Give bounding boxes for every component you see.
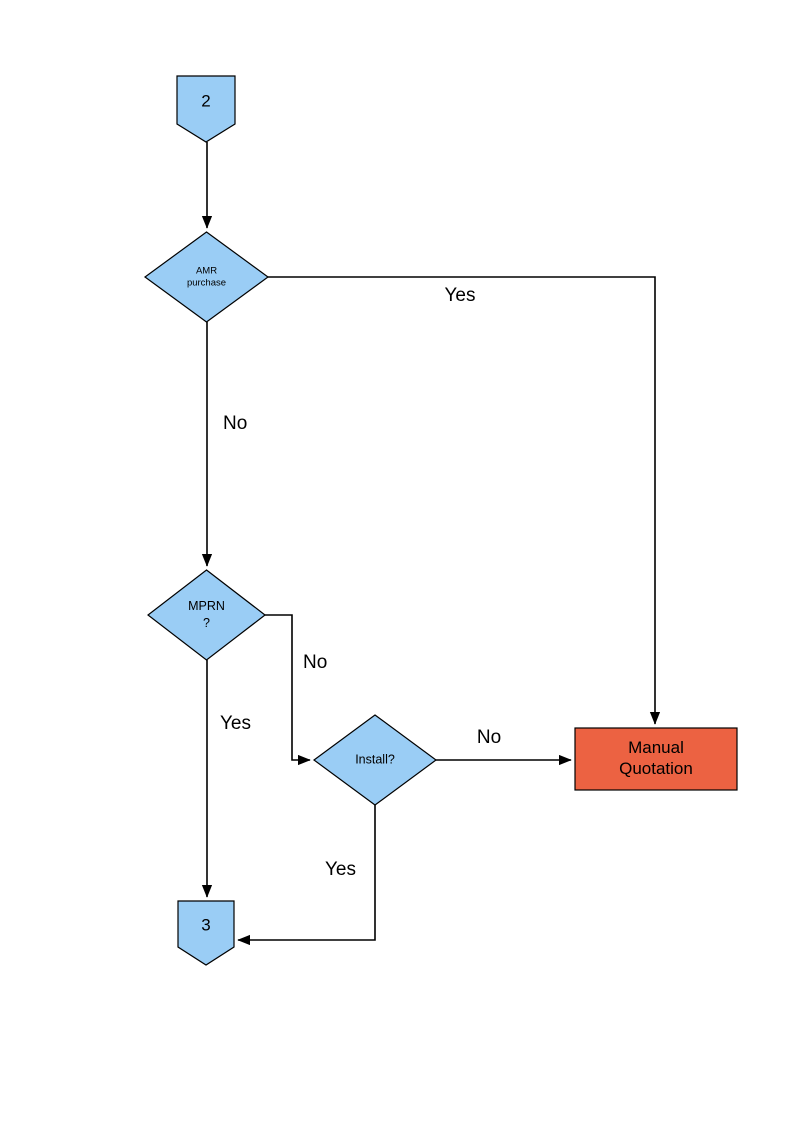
node-label-end-3-line-0: 3 <box>201 915 210 934</box>
node-label-start-2-line-0: 2 <box>201 91 210 110</box>
node-shape-amr-purchase <box>143 231 270 323</box>
node-shape-end-3 <box>177 900 235 966</box>
connector-line <box>237 805 376 946</box>
node-install[interactable]: Install? <box>312 714 438 806</box>
node-shape-install <box>312 714 438 806</box>
edge-label-edge-mprn-yes: Yes <box>220 713 251 734</box>
node-shape-manual-quotation <box>574 727 738 791</box>
node-label-mprn-line-1: ? <box>203 616 210 630</box>
node-start-2[interactable]: 2 <box>176 75 236 143</box>
connector-line <box>268 276 661 725</box>
node-label-install-line-0: Install? <box>355 752 395 766</box>
connector-edge-install-yes <box>237 805 376 946</box>
edge-label-edge-amr-no: No <box>223 413 247 434</box>
node-label-manual-quotation-line-0: Manual <box>628 738 684 757</box>
node-end-3[interactable]: 3 <box>177 900 235 966</box>
connector-edge-amr-yes <box>268 276 661 725</box>
edge-label-edge-mprn-no: No <box>303 652 327 673</box>
node-label-manual-quotation-line-1: Quotation <box>619 759 693 778</box>
node-mprn[interactable]: MPRN? <box>147 569 266 661</box>
node-shape-start-2 <box>176 75 236 143</box>
edge-label-edge-install-no: No <box>477 727 501 748</box>
edge-label-edge-amr-yes: Yes <box>445 285 476 306</box>
node-label-mprn-line-0: MPRN <box>188 599 225 613</box>
node-label-amr-purchase-line-0: AMR <box>196 266 217 277</box>
connector-line <box>265 614 311 766</box>
edges-layer <box>201 142 661 946</box>
node-shape-mprn <box>147 569 266 661</box>
connector-edge-mprn-no <box>265 614 311 766</box>
edge-label-edge-install-yes: Yes <box>325 859 356 880</box>
node-label-amr-purchase-line-1: purchase <box>187 278 226 289</box>
